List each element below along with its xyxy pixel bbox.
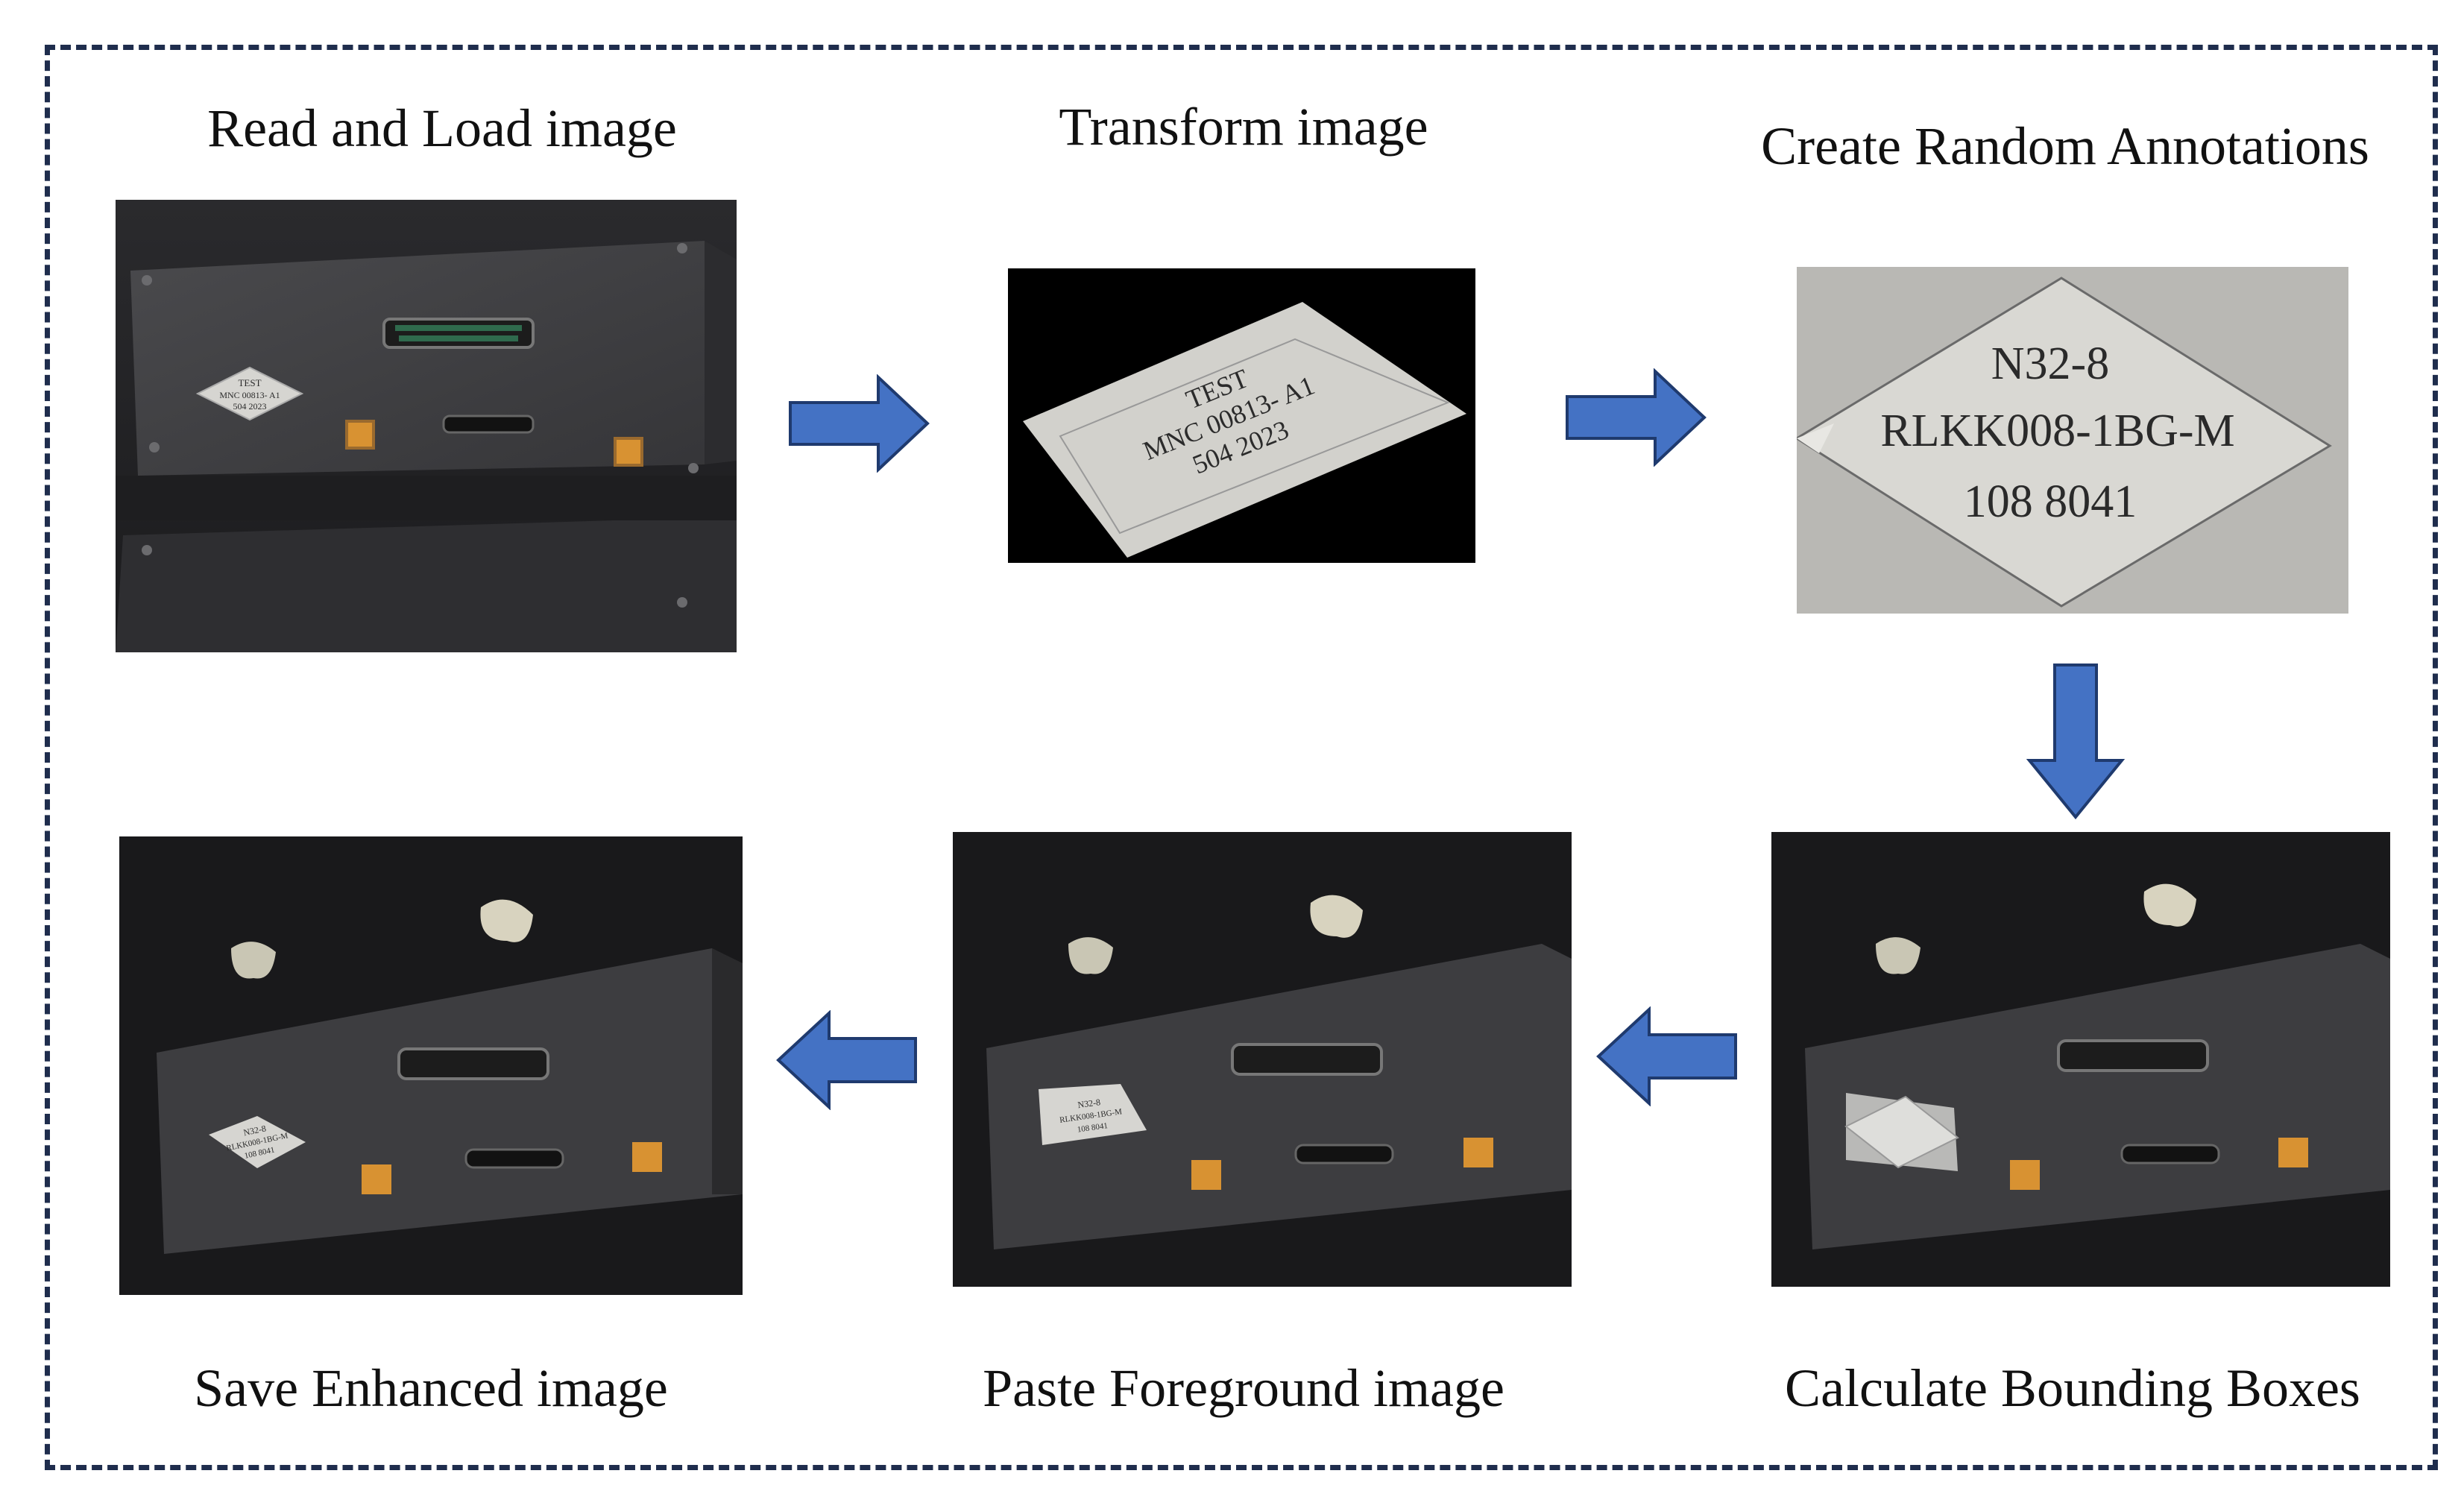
bounding-box-image [1771,832,2390,1287]
svg-text:TEST: TEST [238,377,261,388]
source-label-text: TEST MNC 00813- A1 504 2023 [219,377,280,412]
svg-text:RLKK008-1BG-M: RLKK008-1BG-M [1880,406,2234,456]
svg-text:N32-8: N32-8 [1991,338,2109,389]
arrow-right-1 [789,374,930,473]
pasted-foreground-image: N32-8 RLKK008-1BG-M 108 8041 [953,832,1572,1287]
annotation-image: N32-8 RLKK008-1BG-M 108 8041 [1797,267,2348,614]
step-title-random-annotations: Create Random Annotations [1761,116,2369,176]
annotation-label-text: N32-8 RLKK008-1BG-M 108 8041 [1880,338,2234,527]
arrow-right-2 [1566,368,1707,467]
step-title-paste-foreground: Paste Foreground image [983,1358,1504,1418]
step-title-bounding-boxes: Calculate Bounding Boxes [1785,1358,2360,1418]
svg-text:504 2023: 504 2023 [233,401,267,412]
svg-text:N32-8: N32-8 [1077,1097,1101,1110]
svg-text:108 8041: 108 8041 [1077,1121,1109,1135]
transformed-label-image: TEST MNC 00813- A1 504 2023 [1008,268,1475,563]
source-image: TEST MNC 00813- A1 504 2023 [116,200,737,652]
svg-text:N32-8: N32-8 [242,1123,267,1138]
step-title-save-enhanced: Save Enhanced image [194,1358,668,1418]
workflow-frame [45,45,2438,1470]
arrow-down [2026,664,2125,820]
step-title-read-load: Read and Load image [207,98,677,158]
arrow-left-1 [1595,1006,1739,1106]
svg-text:MNC 00813- A1: MNC 00813- A1 [219,390,280,400]
arrow-left-2 [775,1010,919,1110]
enhanced-image: N32-8 RLKK008-1BG-M 108 8041 [119,836,743,1295]
step-title-transform: Transform image [1059,97,1428,157]
svg-text:108 8041: 108 8041 [1964,476,2137,527]
